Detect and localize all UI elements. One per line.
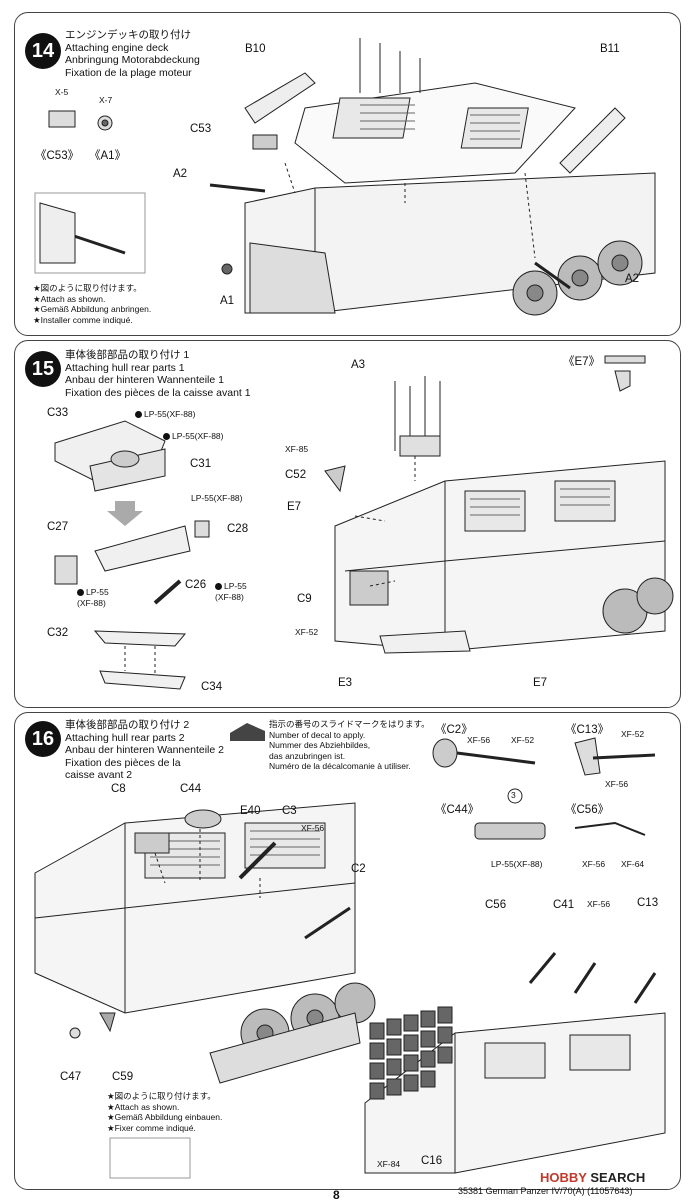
part-label: C53	[190, 123, 212, 135]
part-label: 《C53》	[35, 150, 80, 162]
paint-code: XF-64	[621, 859, 645, 869]
step-14-panel: 14 エンジンデッキの取り付け Attaching engine deck An…	[14, 12, 681, 336]
part-label: C28	[227, 523, 249, 535]
page-number: 8	[333, 1188, 340, 1202]
part-label: C13	[637, 897, 659, 909]
part-label: C26	[185, 579, 207, 591]
part-label: A2	[625, 273, 640, 285]
part-label: C59	[112, 1071, 134, 1083]
part-label: C34	[201, 681, 223, 693]
step-15-illustration	[54, 355, 674, 690]
watermark: HOBBY SEARCH	[540, 1170, 646, 1185]
part-label: A2	[173, 168, 188, 180]
assembly-note: ★図のように取り付けます。 ★Attach as shown. ★Gemäß A…	[33, 283, 152, 325]
step-number: 14	[25, 33, 61, 69]
part-label: C8	[111, 783, 126, 795]
title-en: Attaching engine deck	[65, 41, 169, 54]
part-label: C32	[47, 627, 69, 639]
part-label: E3	[338, 677, 353, 689]
part-label: B11	[600, 43, 620, 55]
part-label: B10	[245, 43, 266, 55]
paint-dot-icon	[77, 589, 84, 597]
part-label: E40	[240, 805, 261, 817]
step-14-illustration	[34, 38, 656, 316]
step-title: 車体後部部品の取り付け 2 Attaching hull rear parts …	[65, 719, 224, 781]
paint-code: XF-85	[285, 444, 309, 454]
decal-number: 3	[511, 790, 516, 800]
part-label: E7	[287, 501, 302, 513]
part-label: 《A1》	[89, 150, 127, 162]
paint-code: XF-56	[467, 735, 491, 745]
part-label: C9	[297, 593, 312, 605]
part-label: 《C13》	[565, 724, 610, 736]
paint-code: XF-52	[511, 735, 535, 745]
part-label: C33	[47, 407, 69, 419]
part-label: C3	[282, 805, 297, 817]
paint-dot-icon	[163, 433, 170, 441]
step-16-illustration	[34, 723, 666, 1179]
paint-code: XF-56	[587, 899, 611, 909]
title-de: Anbringung Motorabdeckung	[65, 54, 200, 66]
step-number: 16	[25, 721, 61, 757]
part-label: 《C2》	[435, 724, 473, 736]
assembly-note: ★図のように取り付けます。 ★Attach as shown. ★Gemäß A…	[107, 1091, 223, 1133]
paint-code: LP-55(XF-88)	[163, 431, 224, 441]
footer-text: 35381 German Panzer IV/70(A) (11057643)	[458, 1186, 633, 1196]
part-label: C56	[485, 899, 507, 911]
part-label: X-7	[99, 95, 113, 105]
part-label: C2	[351, 863, 366, 875]
paint-code: LP-55 (XF-88)	[77, 587, 109, 608]
part-label: 《C44》	[435, 804, 480, 816]
paint-code: XF-52	[295, 627, 319, 637]
step-title: 車体後部部品の取り付け 1 Attaching hull rear parts …	[65, 349, 251, 399]
paint-code: XF-52	[621, 729, 645, 739]
paint-code: XF-56	[301, 823, 325, 833]
part-label: C44	[180, 783, 202, 795]
paint-code: LP-55(XF-88)	[191, 493, 243, 503]
paint-code: XF-56	[582, 859, 606, 869]
paint-code: LP-55(XF-88)	[135, 409, 196, 419]
step-15-panel: 15 車体後部部品の取り付け 1 Attaching hull rear par…	[14, 340, 681, 708]
part-label: C16	[421, 1155, 443, 1167]
title-jp: エンジンデッキの取り付け	[65, 29, 191, 41]
part-label: A3	[351, 359, 366, 371]
step-title: エンジンデッキの取り付け Attaching engine deck Anbri…	[65, 29, 200, 79]
decal-note: 指示の番号のスライドマークをはります。 Number of decal to a…	[269, 719, 430, 771]
part-label: 《E7》	[563, 356, 601, 368]
part-label: C41	[553, 899, 575, 911]
part-label: A1	[220, 295, 235, 307]
step-number: 15	[25, 351, 61, 387]
paint-code: XF-84	[377, 1159, 401, 1169]
part-label: E7	[533, 677, 548, 689]
part-label: C31	[190, 458, 212, 470]
part-label: C52	[285, 469, 307, 481]
part-label: 《C56》	[565, 804, 610, 816]
paint-code: XF-56	[605, 779, 629, 789]
part-label: C47	[60, 1071, 82, 1083]
paint-code: LP-55(XF-88)	[491, 859, 543, 869]
paint-dot-icon	[135, 411, 142, 419]
title-fr: Fixation de la plage moteur	[65, 66, 192, 79]
part-label: C27	[47, 521, 69, 533]
step-16-panel: 16 車体後部部品の取り付け 2 Attaching hull rear par…	[14, 712, 681, 1190]
part-label: X-5	[55, 87, 69, 97]
paint-code: LP-55 (XF-88)	[215, 581, 247, 602]
paint-dot-icon	[215, 583, 222, 591]
